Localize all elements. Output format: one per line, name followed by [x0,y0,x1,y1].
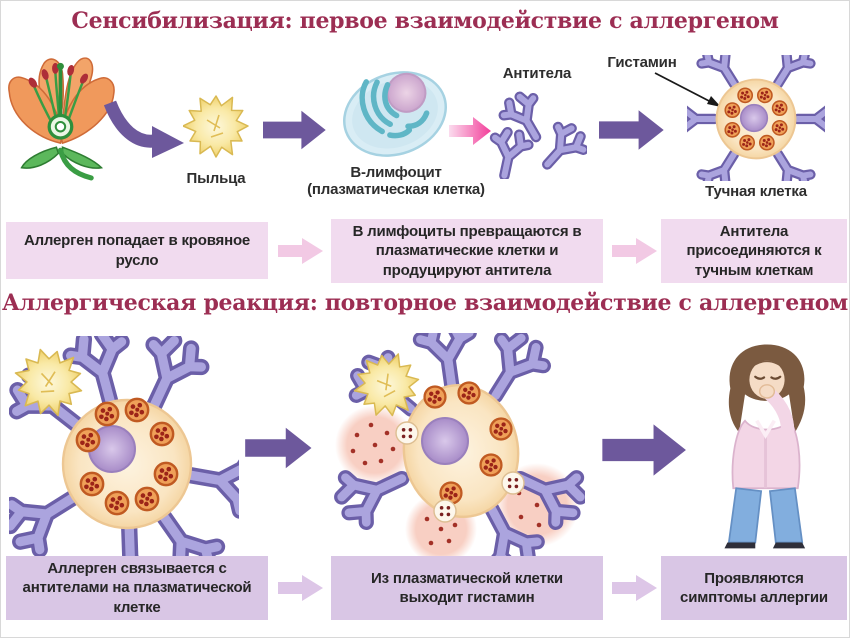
arrow-right-icon [245,427,312,469]
small-arrow-icon [278,575,323,601]
arrow-right-icon [263,110,326,150]
arrow-right-icon [599,110,664,150]
arrow-right-icon [602,424,686,476]
caption-allergen-bloodstream: Аллерген попадает в кровяное русло [6,222,268,279]
b-lymphocyte-label-line2: (плазматическая клетка) [307,181,485,199]
antibodies-group [487,87,587,179]
caption-allergen-binds: Аллерген связывается с антителами на пла… [6,556,268,620]
small-arrow-icon [612,238,657,264]
b-lymphocyte-label-line1: В-лимфоцит [350,164,442,181]
section2-title: Аллергическая реакция: повторное взаимод… [1,290,848,316]
mast-cell-with-allergen [9,336,239,561]
pollen-label: Пыльца [186,170,246,187]
b-lymphocyte-label: В-лимфоцит (плазматическая клетка) [301,164,491,199]
mast-cell-label: Тучная клетка [705,183,807,200]
flower-illustration [8,57,115,181]
small-arrow-icon [278,238,323,264]
histamine-pointer-icon [654,72,721,107]
antibodies-label: Антитела [502,65,572,82]
section1-title: Сенсибилизация: первое взаимодействие с … [71,8,779,34]
membrane-vesicles [395,421,525,523]
caption-antibodies-attach: Антитела присоединяются к тучным клеткам [661,219,847,283]
b-lymphocyte [343,71,447,157]
pollen-grain [183,95,249,158]
caption-lymphocytes-plasma: В лимфоциты превращаются в плазматически… [331,219,603,283]
caption-histamine-release: Из плазматической клетки выходит гистами… [331,556,603,620]
curved-arrow-icon [104,100,184,158]
degranulating-mast-cell [323,333,585,565]
histamine-label: Гистамин [607,54,677,71]
mast-cell [687,55,825,181]
caption-allergy-symptoms: Проявляются симптомы аллергии [661,556,847,620]
small-arrow-icon [612,575,657,601]
pink-arrow-icon [449,117,491,145]
person-allergy-symptoms [724,344,806,549]
